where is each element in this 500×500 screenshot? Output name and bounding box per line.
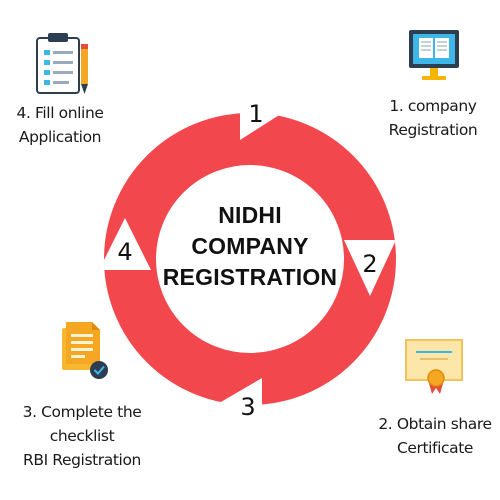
step-1-label-line-2: Registration [388,121,478,139]
step-3-label-line-2: checklist [49,427,115,445]
step-2-label-line-1: 2. Obtain share [378,415,492,433]
step-3-arrow: 3 [214,378,262,434]
title-line-2: COMPANY [191,233,309,259]
step-2-number: 2 [362,250,377,278]
monitor-icon [409,30,459,80]
certificate-icon [405,339,463,394]
title-line-1: NIDHI [218,202,282,228]
step-1-label-line-1: 1. company [389,97,477,115]
step-4-number: 4 [117,238,132,266]
step-3-number: 3 [240,393,255,421]
document-check-icon [62,322,108,379]
step-1-arrow: 1 [240,85,284,140]
step-4-label: 4. Fill online Application [6,101,114,149]
step-3-label-line-3: RBI Registration [23,451,141,469]
step-1-label: 1. company Registration [374,94,492,142]
step-2-label-line-2: Certificate [396,439,474,457]
title-line-3: REGISTRATION [162,264,338,290]
step-2-label: 2. Obtain share Certificate [372,412,498,460]
step-4-label-line-1: 4. Fill online [16,104,104,122]
step-3-label-line-1: 3. Complete the [22,403,142,421]
step-1-number: 1 [248,100,263,128]
step-4-label-line-2: Application [18,128,102,146]
clipboard-pencil-icon [36,33,88,94]
diagram-title: NIDHI COMPANY REGISTRATION [150,200,350,293]
step-2-arrow: 2 [344,240,396,296]
step-4-arrow: 4 [99,218,151,270]
step-3-label: 3. Complete the checklist RBI Registrati… [14,400,150,472]
